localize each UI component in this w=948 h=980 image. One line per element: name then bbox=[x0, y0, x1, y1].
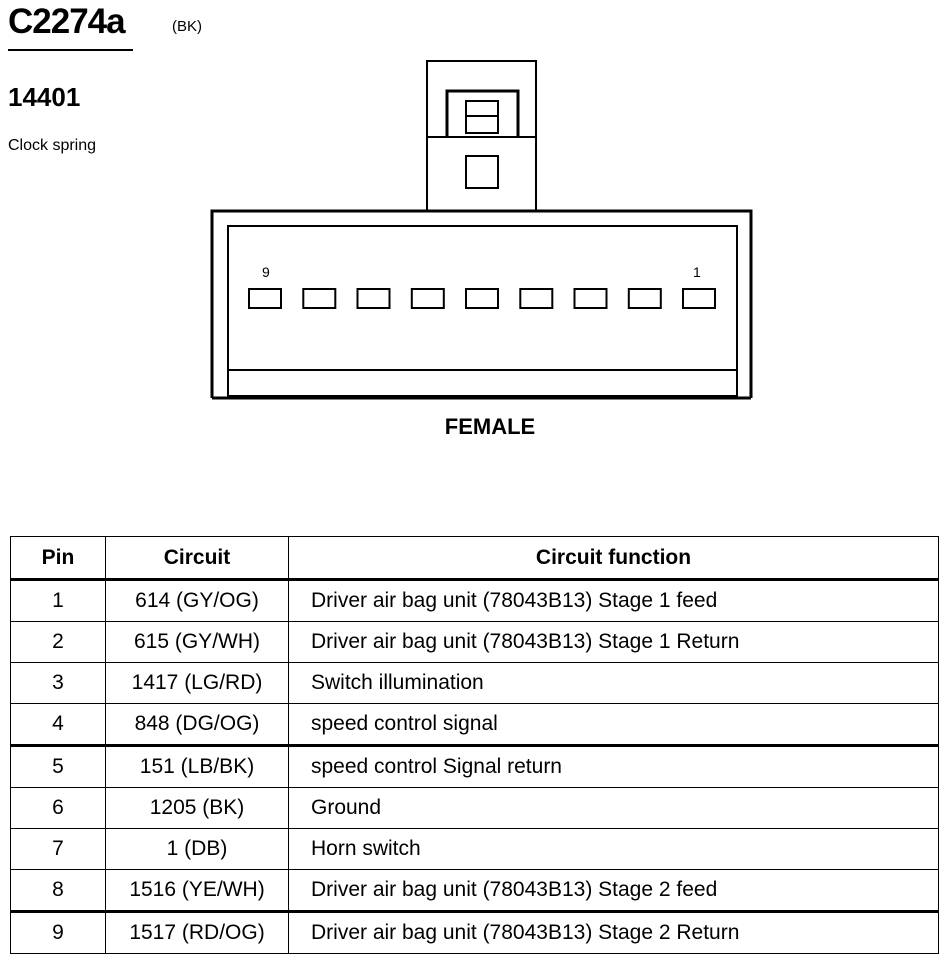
connector-id-underline bbox=[8, 49, 133, 51]
pinout-header-row: Pin Circuit Circuit function bbox=[10, 536, 939, 581]
function-cell: Horn switch bbox=[288, 828, 939, 870]
function-cell: Driver air bag unit (78043B13) Stage 1 R… bbox=[288, 621, 939, 663]
function-cell: Switch illumination bbox=[288, 662, 939, 704]
locking-tab-window-lower bbox=[465, 155, 499, 189]
component-name: Clock spring bbox=[8, 137, 97, 154]
connector-gender: FEMALE bbox=[444, 414, 536, 439]
pin-cavity bbox=[465, 288, 499, 309]
header-circuit-function: Circuit function bbox=[288, 536, 939, 581]
pin-cavities bbox=[248, 288, 716, 309]
part-number: 14401 bbox=[8, 82, 81, 112]
circuit-cell: 1205 (BK) bbox=[105, 787, 289, 829]
pin-cell: 2 bbox=[10, 621, 106, 663]
locking-tab-latch bbox=[445, 89, 520, 137]
header-pin: Pin bbox=[10, 536, 106, 581]
pin-cell: 8 bbox=[10, 869, 106, 912]
connector-color: (BK) bbox=[172, 18, 202, 35]
function-cell: Driver air bag unit (78043B13) Stage 2 f… bbox=[288, 869, 939, 912]
circuit-cell: 1517 (RD/OG) bbox=[105, 910, 289, 954]
pin-cell: 5 bbox=[10, 744, 106, 788]
circuit-cell: 1 (DB) bbox=[105, 828, 289, 870]
connector-diagram bbox=[210, 60, 753, 400]
pin-cavity bbox=[682, 288, 716, 309]
pin-cell: 6 bbox=[10, 787, 106, 829]
pin-cell: 4 bbox=[10, 703, 106, 746]
pin-cell: 1 bbox=[10, 579, 106, 622]
pin-cell: 3 bbox=[10, 662, 106, 704]
pin-cavity bbox=[248, 288, 282, 309]
locking-tab bbox=[426, 60, 537, 212]
header-circuit: Circuit bbox=[105, 536, 289, 581]
pin-cavity bbox=[573, 288, 608, 309]
circuit-cell: 151 (LB/BK) bbox=[105, 744, 289, 788]
pin-cavity bbox=[519, 288, 554, 309]
connector-housing-outer bbox=[210, 209, 753, 398]
pin-cavity bbox=[627, 288, 662, 309]
circuit-cell: 1516 (YE/WH) bbox=[105, 869, 289, 912]
circuit-cell: 614 (GY/OG) bbox=[105, 579, 289, 622]
function-cell: speed control signal bbox=[288, 703, 939, 746]
pin-label-left: 9 bbox=[262, 264, 270, 280]
connector-body bbox=[210, 209, 753, 400]
pin-cavity bbox=[356, 288, 391, 309]
connector-id: C2274a bbox=[8, 2, 126, 41]
circuit-cell: 1417 (LG/RD) bbox=[105, 662, 289, 704]
pin-label-right: 1 bbox=[693, 264, 701, 280]
connector-housing-inner bbox=[227, 225, 738, 397]
function-cell: speed control Signal return bbox=[288, 744, 939, 788]
circuit-cell: 615 (GY/WH) bbox=[105, 621, 289, 663]
function-cell: Driver air bag unit (78043B13) Stage 1 f… bbox=[288, 579, 939, 622]
function-cell: Driver air bag unit (78043B13) Stage 2 R… bbox=[288, 910, 939, 954]
pin-cell: 7 bbox=[10, 828, 106, 870]
function-cell: Ground bbox=[288, 787, 939, 829]
pin-cavity bbox=[302, 288, 337, 309]
pin-cell: 9 bbox=[10, 910, 106, 954]
pin-cavity bbox=[410, 288, 445, 309]
circuit-cell: 848 (DG/OG) bbox=[105, 703, 289, 746]
